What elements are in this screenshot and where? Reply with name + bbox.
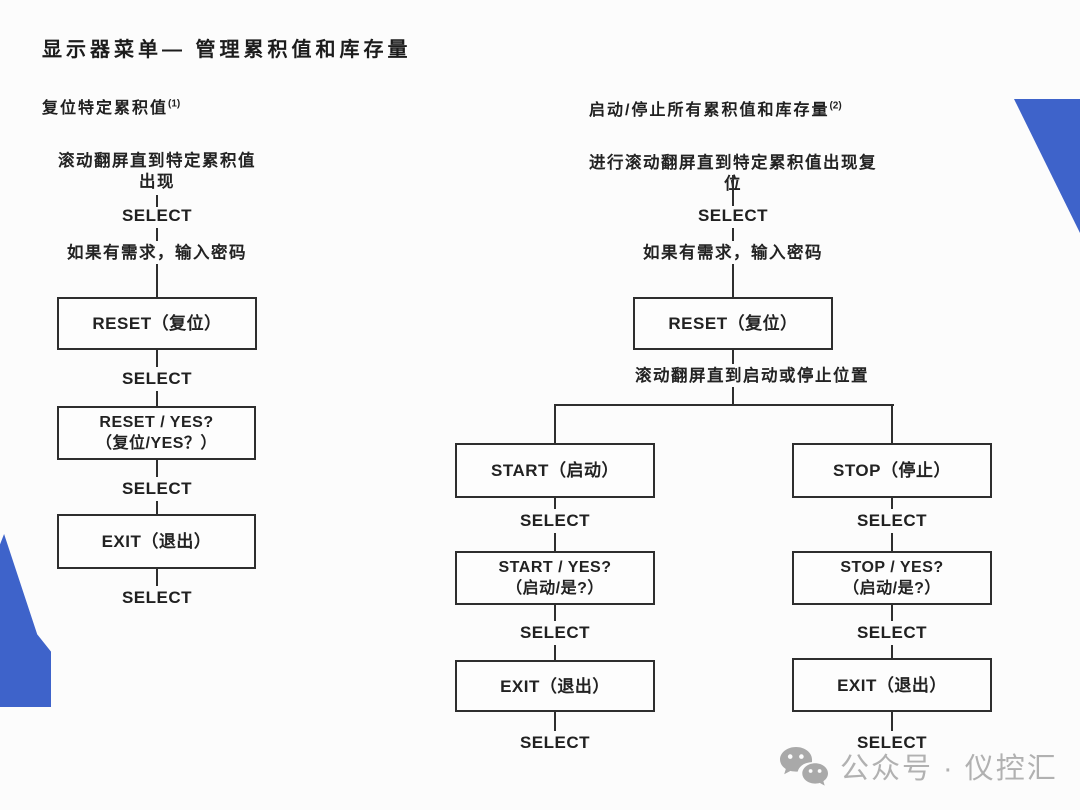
right-scroll-note: 进行滚动翻屏直到特定累积值出现复位 xyxy=(589,154,877,193)
connector-line xyxy=(554,498,556,509)
connector-line xyxy=(554,712,556,731)
select-label: SELECT xyxy=(121,588,193,607)
stop-yes-box: STOP / YES? （启动/是?） xyxy=(792,551,992,605)
start-yes-box-line1: START / YES? xyxy=(498,559,612,576)
connector-line xyxy=(891,404,893,443)
connector-line xyxy=(891,533,893,551)
connector-line xyxy=(156,569,158,586)
connector-line xyxy=(156,195,158,207)
exit-box-label: EXIT（退出） xyxy=(837,675,947,695)
exit-box: EXIT（退出） xyxy=(455,660,655,712)
reset-yes-box-line2: （复位/YES？） xyxy=(96,435,217,452)
watermark: 公众号 · 仪控汇 xyxy=(778,744,1058,788)
left-scroll-note: 滚动翻屏直到特定累积值 出现 xyxy=(37,151,277,193)
connector-line xyxy=(732,264,734,297)
page-title: 显示器菜单— 管理累积值和库存量 xyxy=(42,39,412,61)
connector-line xyxy=(891,645,893,658)
reset-yes-box-line1: RESET / YES? xyxy=(99,414,214,431)
exit-box-label: EXIT（退出） xyxy=(101,532,212,551)
connector-line xyxy=(554,645,556,660)
connector-line xyxy=(156,501,158,514)
branch-split-line xyxy=(554,404,894,406)
reset-box: RESET（复位） xyxy=(57,297,257,350)
connector-line xyxy=(554,404,556,443)
scroll-position-note: 滚动翻屏直到启动或停止位置 xyxy=(635,367,869,385)
connector-line xyxy=(732,387,734,405)
start-yes-box: START / YES? （启动/是?） xyxy=(455,551,655,605)
exit-box-label: EXIT（退出） xyxy=(500,676,610,696)
connector-line xyxy=(554,533,556,551)
start-box: START（启动） xyxy=(455,443,655,498)
connector-line xyxy=(156,264,158,297)
select-label: SELECT xyxy=(856,623,928,642)
right-flow-heading: 启动/停止所有累积值和库存量(2) xyxy=(589,96,842,120)
connector-line xyxy=(156,460,158,477)
start-yes-box-line2: （启动/是?） xyxy=(506,580,604,597)
reset-box: RESET（复位） xyxy=(633,297,833,350)
connector-line xyxy=(156,228,158,241)
reset-box-label: RESET（复位） xyxy=(92,314,222,333)
connector-line xyxy=(891,605,893,621)
exit-box: EXIT（退出） xyxy=(57,514,256,569)
exit-box: EXIT（退出） xyxy=(792,658,992,712)
left-flow-heading-footnote: (1) xyxy=(168,98,181,110)
select-label: SELECT xyxy=(519,511,591,530)
connector-line xyxy=(732,175,734,206)
right-flow-heading-text: 启动/停止所有累积值和库存量 xyxy=(589,102,830,119)
connector-line xyxy=(554,605,556,621)
select-label: SELECT xyxy=(519,623,591,642)
right-password-note: 如果有需求，输入密码 xyxy=(643,244,823,262)
stop-yes-box-line1: STOP / YES? xyxy=(840,559,944,576)
select-label: SELECT xyxy=(856,511,928,530)
reset-yes-box: RESET / YES? （复位/YES？） xyxy=(57,406,256,460)
select-label: SELECT xyxy=(856,733,928,752)
left-scroll-note-line2: 出现 xyxy=(139,173,175,191)
start-box-label: START（启动） xyxy=(491,461,619,480)
select-label: SELECT xyxy=(519,733,591,752)
watermark-text: 公众号 · 仪控汇 xyxy=(840,753,1058,785)
select-label: SELECT xyxy=(121,479,193,498)
select-label: SELECT xyxy=(121,206,193,225)
right-flow-heading-footnote: (2) xyxy=(829,100,842,112)
connector-line xyxy=(156,391,158,406)
left-password-note: 如果有需求，输入密码 xyxy=(67,244,247,262)
reset-box-label: RESET（复位） xyxy=(668,314,798,333)
connector-line xyxy=(156,350,158,367)
stop-box: STOP（停止） xyxy=(792,443,992,498)
select-label: SELECT xyxy=(697,206,769,225)
connector-line xyxy=(891,498,893,509)
connector-line xyxy=(891,712,893,731)
wechat-icon xyxy=(778,744,830,788)
select-label: SELECT xyxy=(121,369,193,388)
stop-yes-box-line2: （启动/是?） xyxy=(843,580,941,597)
left-flow-heading: 复位特定累积值(1) xyxy=(42,94,180,118)
connector-line xyxy=(732,228,734,241)
left-flow-heading-text: 复位特定累积值 xyxy=(42,100,169,117)
stop-box-label: STOP（停止） xyxy=(833,461,951,480)
left-scroll-note-line1: 滚动翻屏直到特定累积值 xyxy=(58,152,256,170)
connector-line xyxy=(732,350,734,364)
